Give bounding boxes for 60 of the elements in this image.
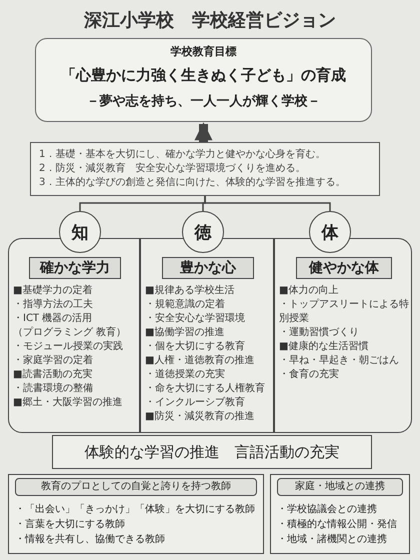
list-item: ・ICT 機器の活用: [13, 312, 94, 326]
list-item: ■人権・道徳教育の推進: [145, 354, 256, 368]
list-item: ・家庭学習の定着: [13, 354, 94, 368]
pillar-label: 体: [322, 222, 338, 244]
list-item: ・トップアスリートによる特別授業: [279, 298, 409, 326]
list-item: ・個を大切にする教育: [145, 340, 246, 354]
arrow: [194, 122, 212, 142]
policy-item: 1．基礎・基本を大切にし、確かな学力と健やかな心身を育む。: [39, 148, 326, 162]
list-item: ・食育の充実: [279, 368, 340, 382]
banner-box: [52, 435, 372, 469]
list-item: ・安全安心な学習環境: [145, 312, 246, 326]
pillar-circle: [309, 211, 351, 253]
list-item: ■読書活動の充実: [13, 368, 94, 382]
connector-line: [204, 196, 331, 211]
list-item: ・学校協議会との連携: [276, 502, 378, 517]
list-item: ・命を大切にする人権教育: [145, 382, 266, 396]
banner-text: 体験的な学習の推進 言語活動の充実: [84, 442, 340, 462]
list-item: ・「出会い」「きっかけ」「体験」を大切にする教師: [14, 502, 256, 517]
list-item: ■防災・減災教育の推進: [145, 410, 256, 424]
tab-header: 家庭・地域との連携: [277, 478, 403, 496]
goal-subtitle: －夢や志を持ち、一人一人が輝く学校－: [86, 92, 322, 110]
policy-box: [30, 142, 380, 196]
list-item: （プログラミング 教育）: [13, 326, 128, 340]
list-item: ・積極的な情報公開・発信: [276, 518, 398, 532]
policy-item: 2．防災・減災教育 安全安心な学習環境づくりを進める。: [39, 162, 306, 176]
list-item: ・読書環境の整備: [13, 382, 94, 396]
heading-box: [296, 257, 392, 279]
support-box: [270, 474, 410, 554]
policy-item: 3．主体的な学びの創造と発信に向けた、体験的な学習を推進する。: [39, 176, 346, 190]
pillar-label: 知: [72, 222, 88, 244]
pillar-circle: [59, 211, 101, 253]
list-item: ・規範意識の定着: [145, 298, 226, 312]
goal-statement: 「心豊かに力強く生きぬく子ども」の育成: [60, 66, 347, 85]
list-item: ・情報を共有し、協働できる教師: [14, 532, 166, 547]
pillar-circle: [182, 211, 224, 253]
column-heading: 豊かな心: [180, 259, 236, 277]
pillar-label: 徳: [194, 222, 212, 244]
list-item: ・道徳授業の充実: [145, 368, 226, 382]
tab-header: 教育のプロとしての自覚と誇りを持つ教師: [15, 478, 257, 496]
heading-box: [29, 257, 121, 279]
list-item: ・運動習慣づくり: [279, 326, 360, 340]
column-heading: 健やかな体: [309, 259, 379, 277]
heading-box: [162, 257, 254, 279]
list-item: ■基礎学力の定着: [13, 284, 94, 298]
list-item: ・指導方法の工夫: [13, 298, 94, 312]
list-item: ・モジュール授業の実践: [13, 340, 124, 354]
list-item: ■健康的な生活習慣: [279, 340, 370, 354]
list-item: ■郷土・大阪学習の推進: [13, 396, 124, 410]
list-item: ■規律ある学校生活: [145, 284, 236, 298]
list-item: ・地域・諸機関との連携: [276, 532, 388, 547]
list-item: ・早ね・早起き・朝ごはん: [279, 354, 400, 368]
column-heading: 確かな学力: [40, 259, 110, 277]
title: 深江小学校 学校経営ビジョン: [82, 9, 337, 32]
list-item: ■協働学習の推進: [145, 326, 226, 340]
list-item: ■体力の向上: [279, 284, 340, 298]
goal-label: 学校教育目標: [170, 44, 238, 59]
list-item: ・インクルーシブ教育: [145, 396, 246, 410]
goal-box: [35, 38, 372, 122]
list-item: ・言葉を大切にする教師: [14, 518, 126, 532]
support-box: [8, 474, 264, 554]
